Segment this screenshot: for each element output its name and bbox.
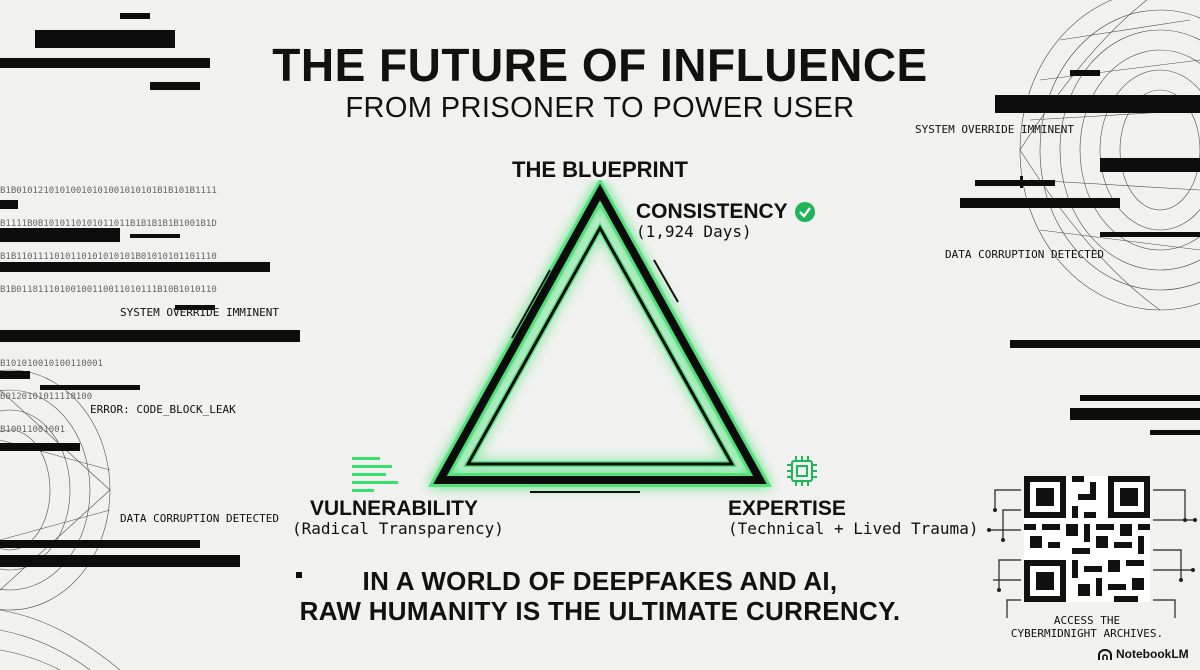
glitch-bar (150, 82, 200, 90)
wireframe-mesh-top-right (1019, 0, 1200, 311)
binary-block-top: B1B01012101010010101001010101B1B101B1111… (0, 164, 217, 307)
glitch-bar (0, 200, 18, 209)
blueprint-triangle (428, 180, 772, 493)
circuit-traces (987, 489, 1197, 618)
expertise-label: EXPERTISE (728, 497, 846, 520)
glitch-bar (1100, 232, 1200, 237)
glitch-bar (1070, 408, 1200, 420)
glitch-bar (0, 555, 240, 567)
consistency-label-row: CONSISTENCY (636, 200, 816, 224)
glitch-bar (0, 58, 210, 68)
data-snippet-icon (352, 455, 404, 495)
tagline-line-1: IN A WORLD OF DEEPFAKES AND AI, (362, 566, 838, 596)
binary-block-mid: B101010010100110001 B0120101011118100 B1… (0, 337, 103, 447)
glitch-bar (0, 540, 200, 548)
notebooklm-label: NotebookLM (1116, 647, 1189, 661)
glitch-bar (0, 330, 300, 342)
chip-icon (785, 454, 819, 488)
binary-line: B0120101011118100 (0, 392, 93, 402)
glitch-bar (0, 443, 80, 451)
consistency-detail: (1,924 Days) (636, 222, 752, 241)
tagline-line-2: RAW HUMANITY IS THE ULTIMATE CURRENCY. (299, 596, 901, 626)
glitch-bar (0, 371, 30, 379)
glitch-bar (975, 180, 1055, 186)
glitch-bar (40, 385, 140, 390)
glitch-bar (175, 305, 215, 310)
qr-code-icon[interactable] (1024, 476, 1150, 602)
glitch-bar (120, 13, 150, 19)
glitch-bar (1020, 176, 1023, 188)
glitch-bar (1010, 340, 1200, 348)
consistency-label: CONSISTENCY (636, 200, 788, 223)
expertise-detail: (Technical + Lived Trauma) (728, 519, 979, 538)
glitch-bar (296, 572, 302, 578)
glitch-bar (130, 234, 180, 238)
page-subtitle: FROM PRISONER TO POWER USER (345, 92, 855, 124)
status-override-top-right: SYSTEM OVERRIDE IMMINENT (915, 123, 1074, 136)
vulnerability-label: VULNERABILITY (310, 497, 478, 520)
glitch-bar (1080, 395, 1200, 401)
glitch-bar (35, 30, 175, 48)
binary-line: B1B1101111010110101010101B01010101101110 (0, 252, 217, 262)
glitch-bar (1150, 430, 1200, 435)
glitch-bar (960, 198, 1120, 208)
page-title: THE FUTURE OF INFLUENCE (272, 39, 928, 91)
status-corruption-right: DATA CORRUPTION DETECTED (945, 248, 1104, 261)
glitch-bar (1070, 70, 1100, 76)
qr-caption-line-1: ACCESS THE (1053, 614, 1121, 627)
blueprint-heading: THE BLUEPRINT (512, 157, 688, 182)
notebooklm-logo-icon (1098, 648, 1112, 660)
qr-caption-line-2: CYBERMIDNIGHT ARCHIVES. (1010, 627, 1164, 640)
binary-line: B101010010100110001 (0, 359, 103, 369)
glitch-bar (995, 95, 1200, 113)
glitch-bar (0, 228, 120, 242)
binary-line: B1B01181110100100110011010111B10B1010110 (0, 285, 217, 295)
status-override-left: SYSTEM OVERRIDE IMMINENT (120, 306, 279, 319)
binary-line: B10011001001 (0, 425, 66, 435)
notebooklm-brand: NotebookLM (1098, 647, 1189, 661)
glitch-bar (1100, 158, 1200, 172)
binary-line: B1B01012101010010101001010101B1B101B1111 (0, 186, 217, 196)
status-error-left: ERROR: CODE_BLOCK_LEAK (90, 403, 236, 416)
vulnerability-detail: (Radical Transparency) (292, 519, 504, 538)
glitch-bar (0, 262, 270, 272)
verified-check-icon (794, 201, 816, 223)
binary-line: B1111B0B1010110101011011B1B1B1B1B1001B1D (0, 219, 217, 229)
status-corruption-left: DATA CORRUPTION DETECTED (120, 512, 279, 525)
